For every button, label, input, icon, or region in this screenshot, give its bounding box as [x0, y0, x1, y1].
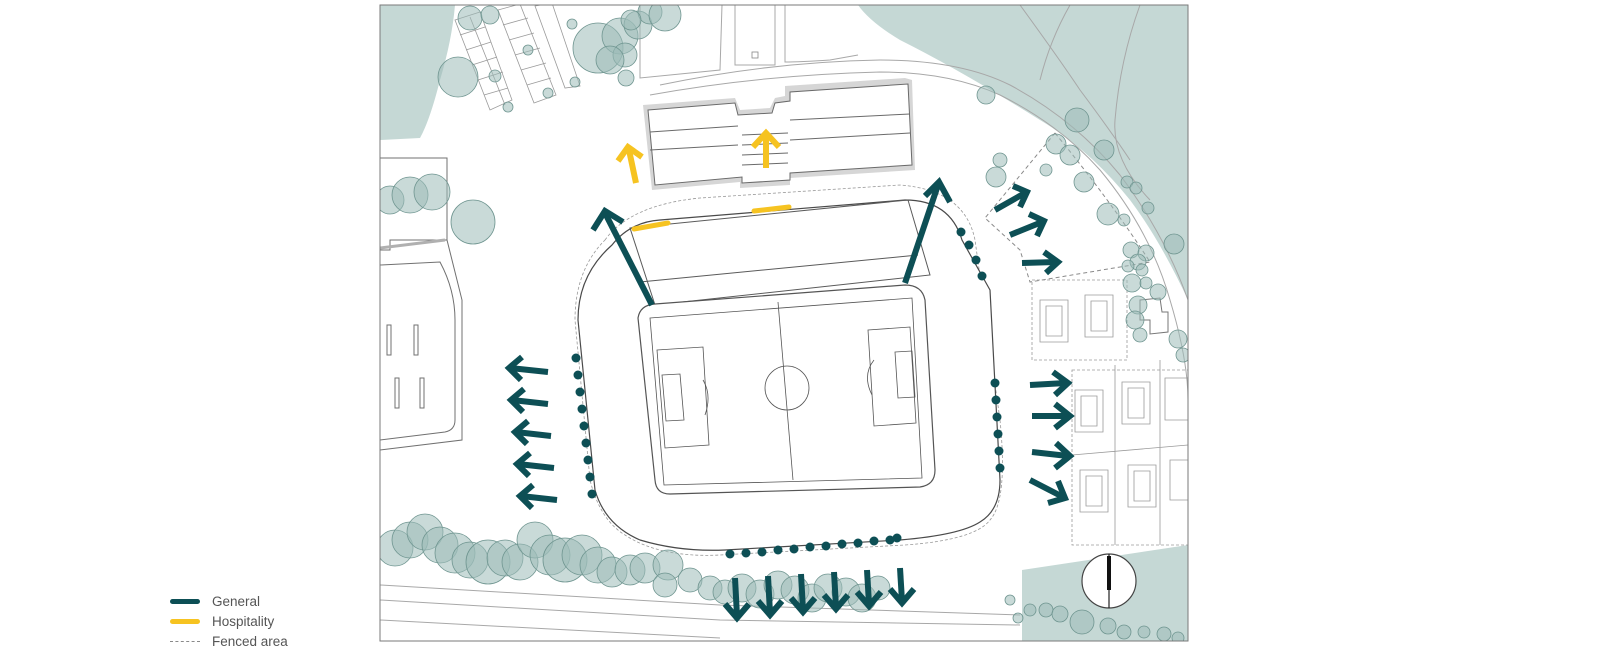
arrow-icon: [902, 184, 941, 284]
arrow-icon: [1029, 380, 1067, 388]
arrow-icon: [520, 493, 558, 503]
legend-item-general: General: [170, 591, 350, 611]
legend-label: General: [212, 593, 261, 609]
arrow-icon: [626, 149, 639, 184]
arrow-icon: [732, 577, 740, 617]
arrow-icon: [798, 573, 806, 611]
north-stand: [629, 199, 931, 306]
roads: [380, 5, 1188, 639]
legend-label: Fenced area: [212, 633, 288, 649]
training-fields: [1031, 279, 1188, 546]
legend-swatch-general: [170, 598, 200, 604]
green-area-top-left: [380, 5, 455, 140]
arrow-icon: [602, 211, 655, 307]
arrow-icon: [1008, 219, 1044, 238]
arrow-icon: [515, 429, 552, 439]
arrow-icon: [1028, 477, 1065, 500]
legend-swatch-hospitality: [170, 618, 200, 624]
main-building-north: [643, 78, 915, 190]
football-pitch: [637, 284, 936, 495]
arrow-icon: [1021, 259, 1057, 266]
legend-swatch-fenced-area: [170, 640, 200, 642]
arrow-icon: [831, 571, 839, 608]
legend: General Hospitality Fenced area: [170, 591, 350, 651]
arrow-icon: [511, 397, 549, 407]
arrow-icon: [864, 569, 872, 605]
legend-item-fenced-area: Fenced area: [170, 631, 350, 651]
arrow-icon: [897, 567, 905, 602]
arrow-icon: [993, 190, 1027, 213]
arrow-icon: [517, 461, 555, 471]
arrow-icon: [509, 365, 549, 375]
arrow-icon: [765, 575, 773, 614]
sports-hall-left: [380, 157, 463, 451]
arrow-icon: [1031, 449, 1069, 459]
map-frame: [379, 4, 1189, 642]
general-flow-arrows: [504, 177, 1075, 623]
general-gates: [571, 227, 1005, 559]
green-area-top-right: [858, 5, 1188, 300]
hospitality-routes: [631, 204, 792, 232]
legend-item-hospitality: Hospitality: [170, 611, 350, 631]
compass-north-icon: [1081, 553, 1137, 609]
trees: [380, 5, 1188, 641]
legend-label: Hospitality: [212, 613, 275, 629]
hospitality-flow-arrows: [615, 128, 782, 184]
